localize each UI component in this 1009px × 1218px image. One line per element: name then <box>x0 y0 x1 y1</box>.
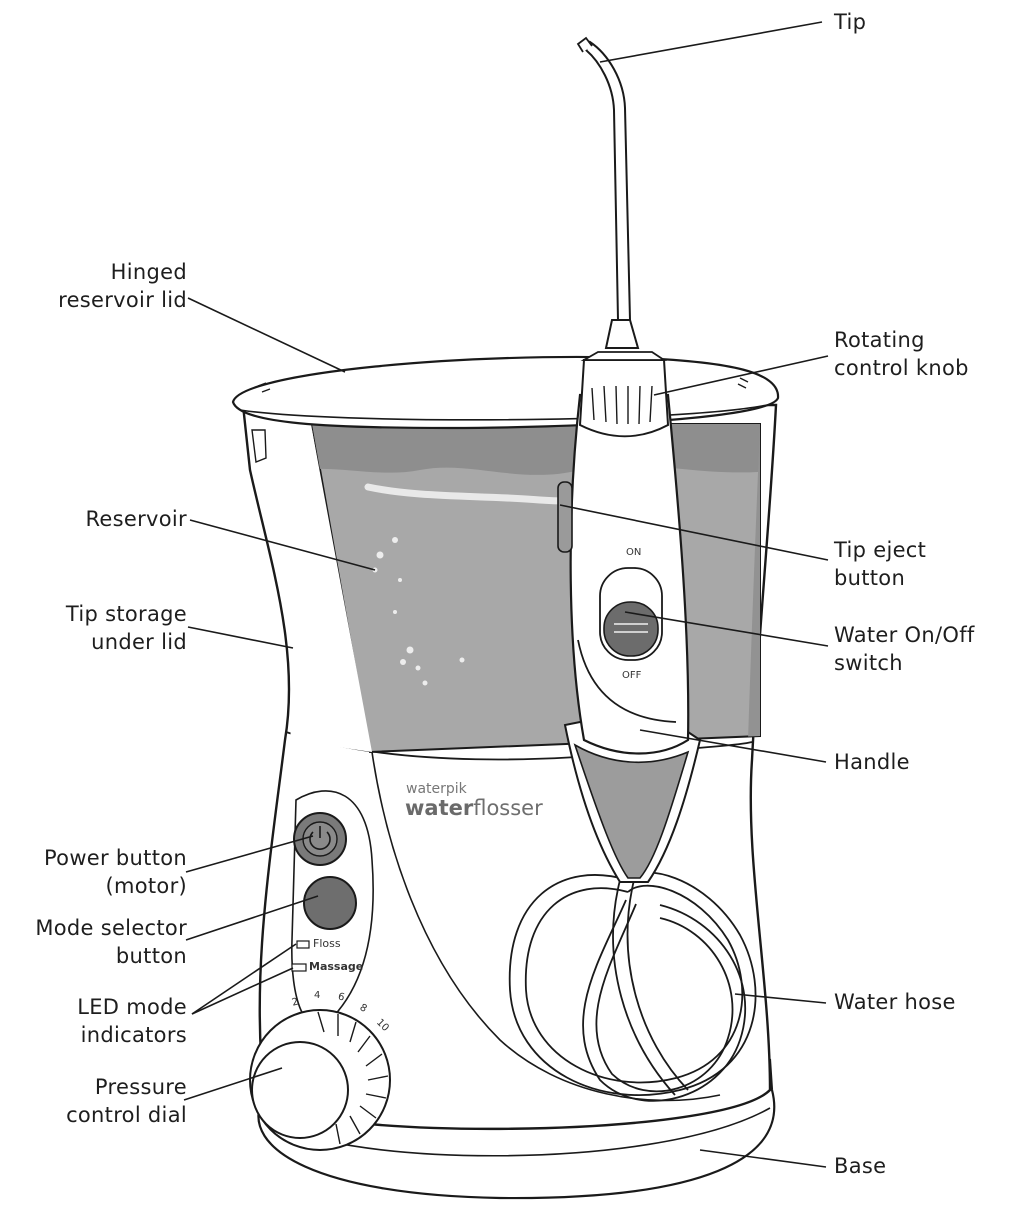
led-mode-indicators <box>291 940 310 972</box>
floss-indicator-label: Floss <box>313 937 341 950</box>
power-button[interactable] <box>293 812 347 866</box>
leader-led-1 <box>191 943 297 1015</box>
label-base: Base <box>834 1154 887 1178</box>
switch-on-mark: ON <box>626 547 642 558</box>
label-tip: Tip <box>834 10 867 34</box>
leader-mode <box>185 895 319 941</box>
label-reservoir: Reservoir <box>85 507 187 531</box>
leader-eject <box>559 504 829 561</box>
leader-reservoir <box>189 519 376 571</box>
label-handle: Handle <box>834 750 910 774</box>
mode-selector-button[interactable] <box>303 876 357 930</box>
pressure-control-dial[interactable] <box>249 1009 391 1151</box>
leader-led-2 <box>191 967 294 1015</box>
leader-lines <box>183 21 829 1168</box>
leader-base <box>699 1149 827 1168</box>
massage-indicator-label: Massage <box>309 960 364 973</box>
leader-knob <box>653 355 829 396</box>
brand-top: waterpik <box>406 781 467 797</box>
label-power-button: Power button(motor) <box>43 846 187 898</box>
reservoir <box>248 423 761 754</box>
leader-lid <box>187 297 346 373</box>
leader-power <box>185 835 314 873</box>
leader-storage <box>187 626 294 649</box>
leader-tip <box>599 21 823 63</box>
water-hose <box>508 871 757 1102</box>
leader-switch <box>624 611 829 647</box>
dial-scale-4: 4 <box>314 990 321 1001</box>
switch-off-mark: OFF <box>622 670 642 681</box>
leader-dial <box>183 1067 283 1101</box>
leader-handle <box>639 729 827 763</box>
tip <box>576 36 640 349</box>
brand-bottom: waterflosser <box>405 796 543 820</box>
reservoir-lid <box>231 355 780 430</box>
label-water-hose: Water hose <box>834 990 956 1014</box>
leader-hose <box>734 993 827 1004</box>
